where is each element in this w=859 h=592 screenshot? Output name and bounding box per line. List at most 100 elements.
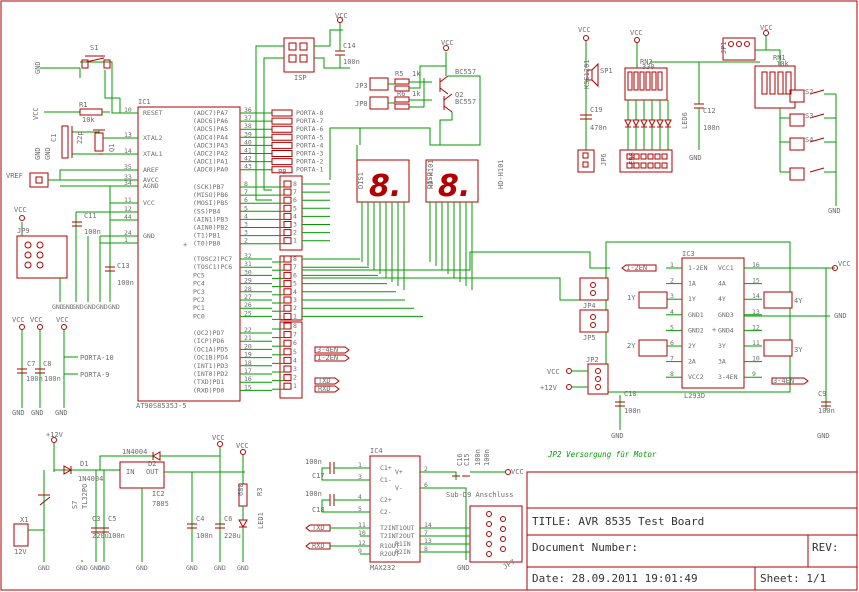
ic4-pin-number: 5 [358,505,362,513]
motor-1y-label: 1Y [627,294,636,302]
gnd-label-c7: GND [12,409,25,417]
button-connector [789,113,805,127]
ic1-pin-label: (ADC5)PA5 [193,125,228,133]
ic1-pin-label: (ADC3)PA3 [193,141,228,149]
gnd-label-c8: GND [31,409,44,417]
ic3-pin-number: 12 [752,323,760,331]
ic4-pin-number: 10 [358,529,366,537]
vcc-label-rn2: VCC [630,29,643,37]
gnd-label-buttons: GND [828,207,841,215]
ic2-part: 7805 [152,500,169,508]
ic3-pin-label: 1A [688,280,696,288]
header-pin-number: 7 [293,188,297,196]
ic4-pin-label: R2OUT [380,550,400,558]
subd-pin [486,511,492,517]
subd-pin [500,516,506,522]
d2-value: 1N4004 [122,448,147,456]
sheet-text: Sheet: 1/1 [760,572,826,585]
ic1-pin-label: AREF [143,166,159,174]
ic1-pin-number: 36 [244,106,252,114]
ic1-pin-label: AGND [143,182,159,190]
header-pin [283,204,292,212]
ic1-pin-label: (SS)PB4 [193,207,220,215]
header-pin-number: 4 [293,212,297,220]
c16-label: C16 [456,453,464,466]
ic3-pin-number: 14 [752,292,760,300]
header-pin [283,356,292,364]
header-pin [283,296,292,304]
display-common-wire-3 [329,127,360,180]
button-switches [761,71,837,206]
header-pin [283,188,292,196]
gnd-label-porta: GND [55,409,68,417]
ic1-pin-number: 18 [244,359,252,367]
header-pin-number: 2 [293,304,297,312]
led-header-pin [633,162,640,169]
subd-pin [500,526,506,532]
vcc-label-porta: VCC [56,316,69,324]
motor-3y-label: 3Y [794,346,803,354]
ic1-pin-label: (SCK)PB7 [193,183,224,191]
led-header-pin [661,153,668,160]
q2-q3-transistors [436,45,481,146]
c13-value: 100n [117,279,134,287]
s7-value: TL32PO [81,484,89,509]
r1-label: R1 [79,101,87,109]
ic4-pin-label: T2IN [380,532,396,540]
c19-label: C19 [590,106,603,114]
x1-label: X1 [20,516,28,524]
button-contact [809,113,825,119]
c11-capacitor [72,221,82,227]
ic3-pin-label: VCC1 [718,264,734,272]
header-pin-number: 6 [293,196,297,204]
nets-en-txd-rxd [314,346,350,393]
gnd-label-ic3: GND [834,312,847,320]
c14-value: 100n [343,58,360,66]
dis1-label: DIS1 [357,172,365,189]
c3-value: 220u [92,532,109,540]
porta-net-flag [271,158,293,166]
ic1-pin-number: 13 [124,131,132,139]
c13-capacitor [105,266,115,272]
c11-value: 100n [84,228,101,236]
s4-label: S4 [805,136,813,144]
c7-value: 100n [26,375,43,383]
ic1-pin-label: GND [143,232,155,240]
header-pin-number: 5 [293,280,297,288]
c14-label: C14 [343,42,356,50]
porta-net-label: PORTA-8 [296,109,323,117]
rn2-resistor [651,71,657,91]
c14-capacitor [335,30,345,68]
ic3-pin-label: GND2 [688,326,704,334]
c5-value: 100n [108,532,125,540]
v12-label-x1: 12V [14,548,27,556]
ic3-pin-label: 3Y [718,342,726,350]
header-pin-number: 7 [293,331,297,339]
led1-label: LED1 [257,512,265,529]
button-connector [789,137,805,151]
ic1-pin-label: (AIN1)PB3 [193,215,228,223]
vcc-label-ic3: VCC [838,260,851,268]
header-pin-number: 3 [293,296,297,304]
header-pin [283,304,292,312]
gnd-label-crystal-2: GND [44,147,52,160]
porta-net-flag [271,166,293,174]
leds-label: LEDS [628,152,636,169]
rxd-net-left: RXD [318,385,331,393]
ic3-pin-number: 10 [752,355,760,363]
motor-4y-label: 4Y [794,297,803,305]
header-pin [283,229,292,237]
rn1-resistor [785,71,792,95]
gnd-label: GND [98,564,110,572]
porta-net-label: PORTA-2 [296,158,323,166]
vcc-label-jp9: VCC [14,206,27,214]
ic4-pin-number: 12 [358,539,366,547]
r3-value: 680 [237,483,245,496]
ic1-pin-number: 22 [244,326,252,334]
header-pin [283,374,292,382]
ic4-name: IC4 [370,447,383,455]
header-pin [283,365,292,373]
